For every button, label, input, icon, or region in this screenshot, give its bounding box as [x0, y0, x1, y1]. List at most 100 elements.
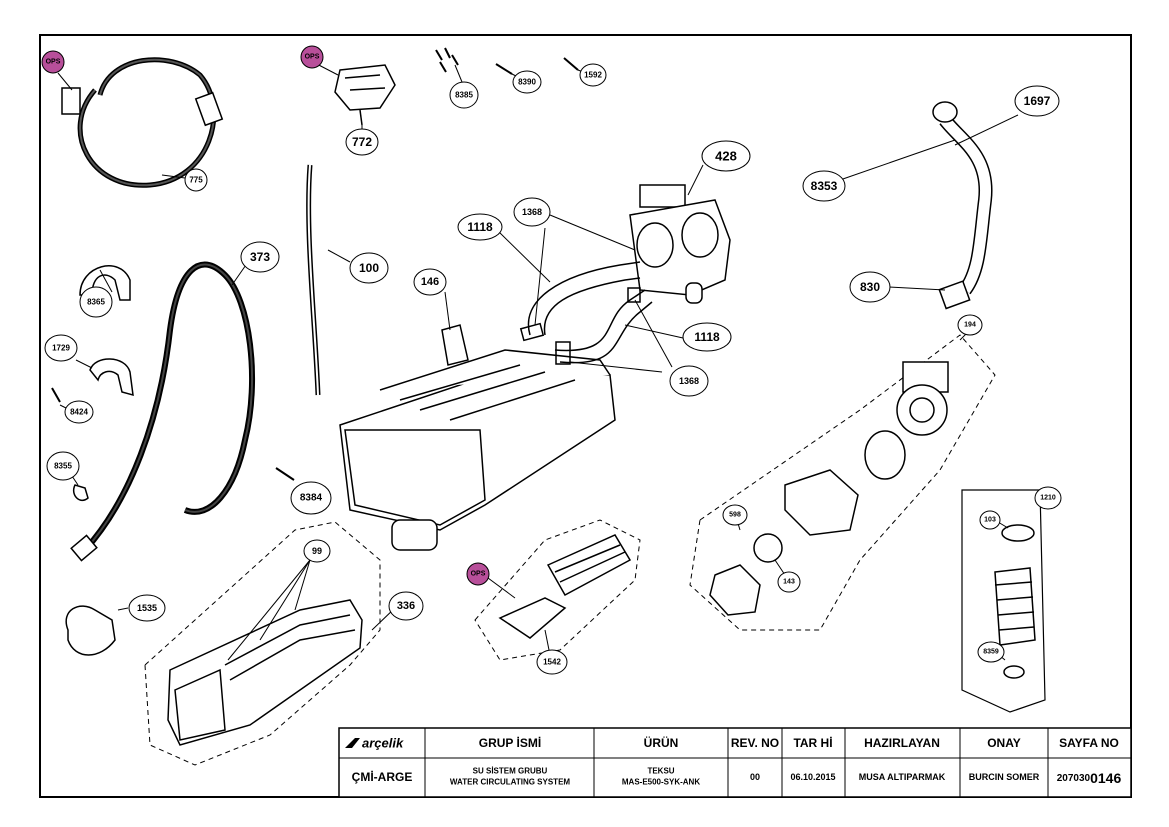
svg-text:99: 99 — [312, 546, 322, 556]
header-prepared: HAZIRLAYAN — [864, 736, 940, 750]
header-page: SAYFA NO — [1059, 736, 1119, 750]
callout-8353: 8353 — [802, 170, 846, 202]
ops-tag-772: OPS — [300, 45, 324, 69]
callout-830: 830 — [849, 271, 891, 303]
part-772-pressure-switch — [334, 64, 396, 126]
header-product: ÜRÜN — [644, 735, 679, 750]
svg-text:8359: 8359 — [983, 649, 999, 656]
svg-text:1697: 1697 — [1024, 94, 1051, 108]
part-1535-clip — [65, 605, 116, 656]
svg-text:1210: 1210 — [1040, 495, 1056, 502]
svg-text:598: 598 — [729, 512, 741, 519]
group-value-2: WATER CIRCULATING SYSTEM — [450, 778, 570, 787]
callout-598: 598 — [722, 504, 748, 526]
callout-194: 194 — [957, 314, 983, 336]
svg-text:8424: 8424 — [70, 408, 88, 417]
screw-8390 — [495, 63, 513, 75]
part-373-drain-hose — [70, 261, 255, 562]
rev-value: 00 — [750, 772, 760, 782]
svg-text:8353: 8353 — [811, 179, 838, 193]
callout-8390: 8390 — [512, 70, 542, 94]
svg-text:1118: 1118 — [467, 220, 493, 234]
svg-text:8390: 8390 — [518, 78, 536, 87]
svg-text:8385: 8385 — [455, 91, 473, 100]
svg-text:1542: 1542 — [543, 658, 561, 667]
screw-1592 — [563, 57, 579, 71]
part-1729-clamp — [89, 358, 134, 397]
part-1542-filter — [498, 534, 632, 639]
part-8365-clip — [79, 265, 131, 301]
svg-text:428: 428 — [715, 149, 737, 164]
svg-text:194: 194 — [964, 322, 976, 329]
callout-1542: 1542 — [536, 649, 568, 675]
part-1210-bellows — [994, 524, 1036, 679]
header-rev: REV. NO — [731, 736, 779, 750]
callout-1535: 1535 — [128, 594, 166, 622]
callout-1368-top: 1368 — [513, 197, 551, 227]
product-value-2: MAS-E500-SYK-ANK — [622, 778, 700, 787]
callout-1729: 1729 — [44, 334, 78, 362]
svg-text:146: 146 — [421, 276, 439, 288]
brand-name: arçelik — [362, 736, 404, 751]
callout-1118-bottom: 1118 — [682, 322, 732, 352]
screws-8385 — [435, 47, 459, 73]
svg-text:1368: 1368 — [522, 207, 542, 217]
part-146-dispenser-housing — [339, 324, 616, 551]
callout-1210: 1210 — [1034, 486, 1062, 510]
svg-text:143: 143 — [783, 579, 795, 586]
header-approval: ONAY — [987, 736, 1021, 750]
part-775-inlet-hose — [61, 57, 224, 188]
callout-146: 146 — [413, 268, 447, 296]
callout-775: 775 — [184, 168, 208, 192]
callout-100: 100 — [349, 252, 389, 284]
page-prefix: 207030 — [1057, 773, 1091, 784]
callout-8385: 8385 — [449, 81, 479, 109]
svg-text:8365: 8365 — [87, 298, 105, 307]
ops-tag-text: OPS — [471, 571, 486, 578]
svg-text:8355: 8355 — [54, 462, 72, 471]
svg-text:8384: 8384 — [300, 493, 323, 504]
approval-value: BURCIN SOMER — [969, 772, 1040, 782]
callout-1118-top: 1118 — [457, 213, 503, 241]
svg-text:336: 336 — [397, 600, 415, 612]
svg-text:775: 775 — [189, 176, 203, 185]
group-value-1: SU SİSTEM GRUBU — [473, 767, 548, 776]
svg-text:1535: 1535 — [137, 603, 157, 613]
product-value-1: TEKSU — [647, 767, 674, 776]
callout-103: 103 — [979, 510, 1001, 530]
group-1210-outline — [961, 489, 1046, 713]
ops-tag-text: OPS — [46, 59, 61, 66]
callout-1592: 1592 — [579, 63, 607, 87]
svg-text:772: 772 — [352, 135, 372, 149]
callout-1697: 1697 — [1014, 85, 1060, 117]
callout-1368-bottom: 1368 — [669, 365, 709, 397]
callout-428: 428 — [701, 140, 751, 172]
svg-text:1592: 1592 — [584, 71, 602, 80]
date-value: 06.10.2015 — [790, 772, 835, 782]
part-194-drain-pump — [709, 361, 949, 616]
screw-8384 — [275, 467, 295, 481]
group-1542-outline — [474, 519, 641, 661]
page-number: 2070300146 — [1057, 770, 1122, 786]
svg-text:1368: 1368 — [679, 376, 699, 386]
callout-8365: 8365 — [79, 286, 113, 318]
svg-text:1118: 1118 — [694, 330, 720, 344]
ops-tag-1542: OPS — [466, 562, 490, 586]
callout-8424: 8424 — [64, 400, 94, 424]
screw-8424 — [51, 387, 61, 403]
svg-text:103: 103 — [984, 517, 996, 524]
department-value: ÇMİ-ARGE — [352, 769, 413, 784]
svg-text:830: 830 — [860, 280, 880, 294]
header-date: TAR Hİ — [793, 735, 832, 750]
ops-tag-775: OPS — [41, 50, 65, 74]
svg-text:100: 100 — [359, 261, 379, 275]
callout-772: 772 — [345, 128, 379, 156]
ops-tag-text: OPS — [305, 54, 320, 61]
callout-8355: 8355 — [46, 451, 80, 481]
part-1697-hose — [932, 101, 993, 310]
callout-99: 99 — [303, 539, 331, 563]
callout-8384: 8384 — [290, 481, 332, 515]
callout-8359: 8359 — [977, 641, 1005, 663]
callout-336: 336 — [388, 591, 424, 621]
